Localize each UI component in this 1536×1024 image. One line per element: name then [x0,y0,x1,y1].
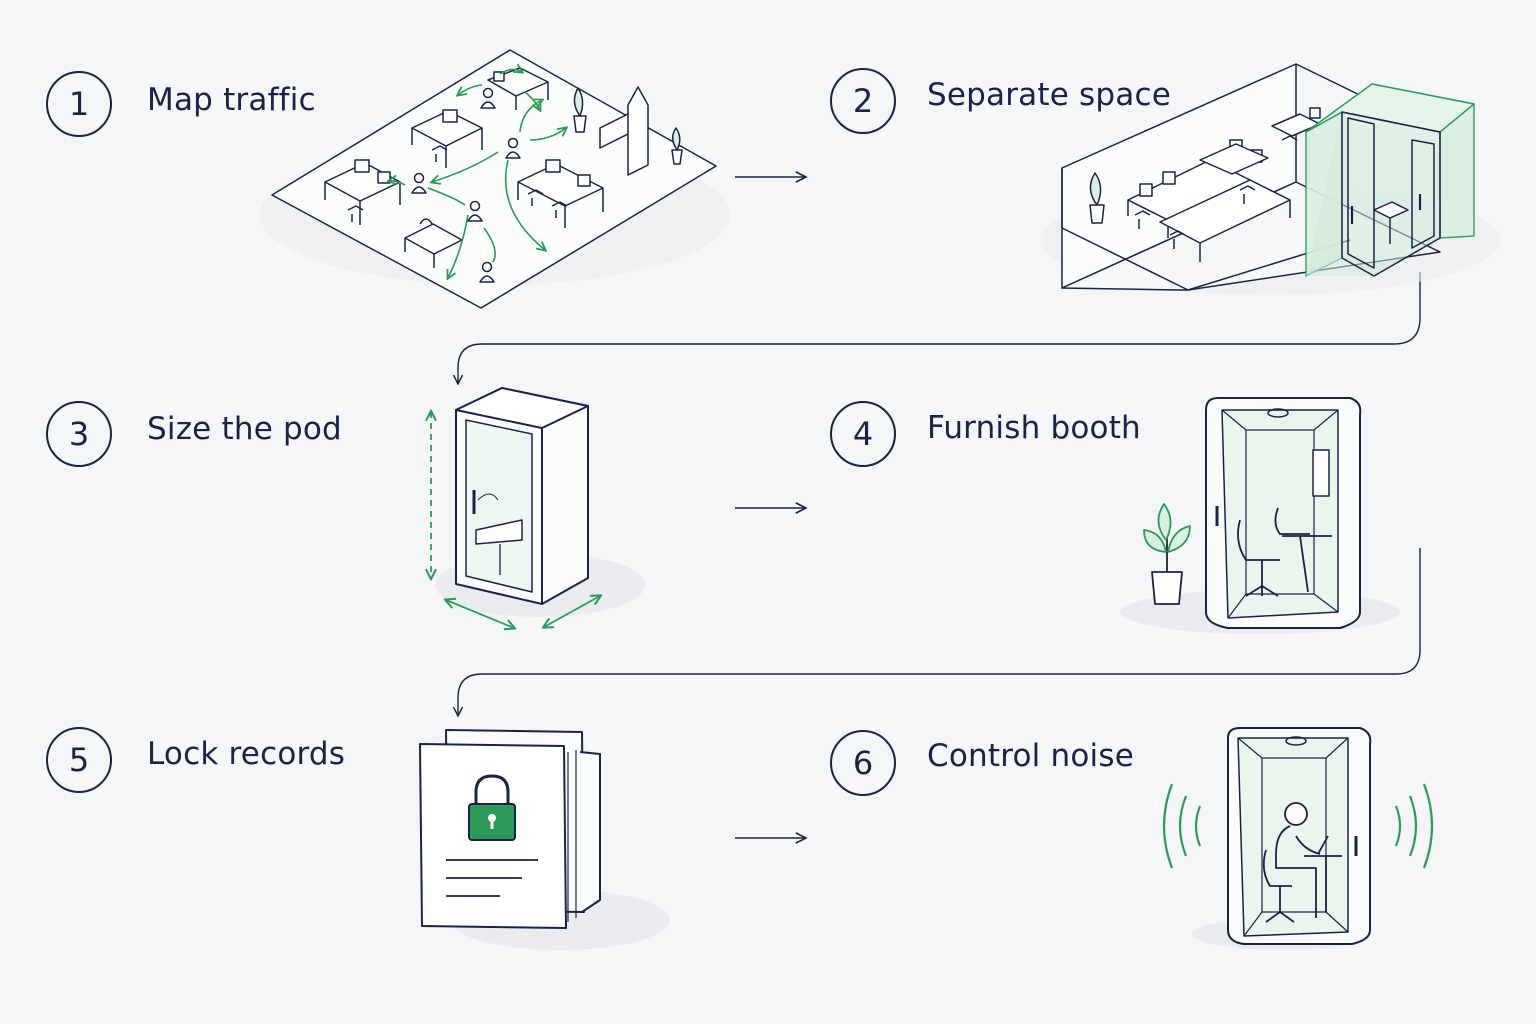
plant-icon [1143,503,1191,605]
partition-right [599,86,649,176]
step-6-label: Control noise [927,738,1134,774]
plant-icon [573,87,683,165]
phone-pod [1305,83,1475,277]
chair-icon [1237,507,1332,597]
desk-cluster-top [411,109,483,168]
pod-dimensions-icon [431,387,645,628]
sound-waves-icon [1162,783,1434,869]
step-5-label: Lock records [147,736,346,772]
step-3-label: Size the pod [147,411,342,447]
step-1-number: 1 [46,71,112,137]
traffic-arrows [389,69,566,278]
step-5-number: 5 [46,727,112,793]
lock-icon [468,774,516,841]
connector-2-to-3 [458,272,1421,384]
step-2-number: 2 [830,68,896,134]
desk-cluster-right [517,159,604,228]
furnished-booth-icon [1120,397,1400,634]
office-with-pod-icon [1040,63,1500,295]
locked-documents-icon [419,729,670,950]
office-desks [1127,107,1321,262]
step-4-label: Furnish booth [927,410,1141,446]
desk-cluster-left [324,159,401,225]
soundproof-booth-icon [1162,727,1434,950]
step-1-label: Map traffic [147,82,316,118]
person-at-desk-icon [1262,802,1342,923]
desk-top-small [487,67,549,110]
step-6-number: 6 [830,730,896,796]
plant-icon [1089,172,1105,224]
office-floor-plan-icon [260,49,730,309]
step-4-number: 4 [830,401,896,467]
step-3-number: 3 [46,401,112,467]
person-icons [411,87,521,283]
step-2-label: Separate space [927,77,1171,113]
connector-4-to-5 [458,548,1421,716]
